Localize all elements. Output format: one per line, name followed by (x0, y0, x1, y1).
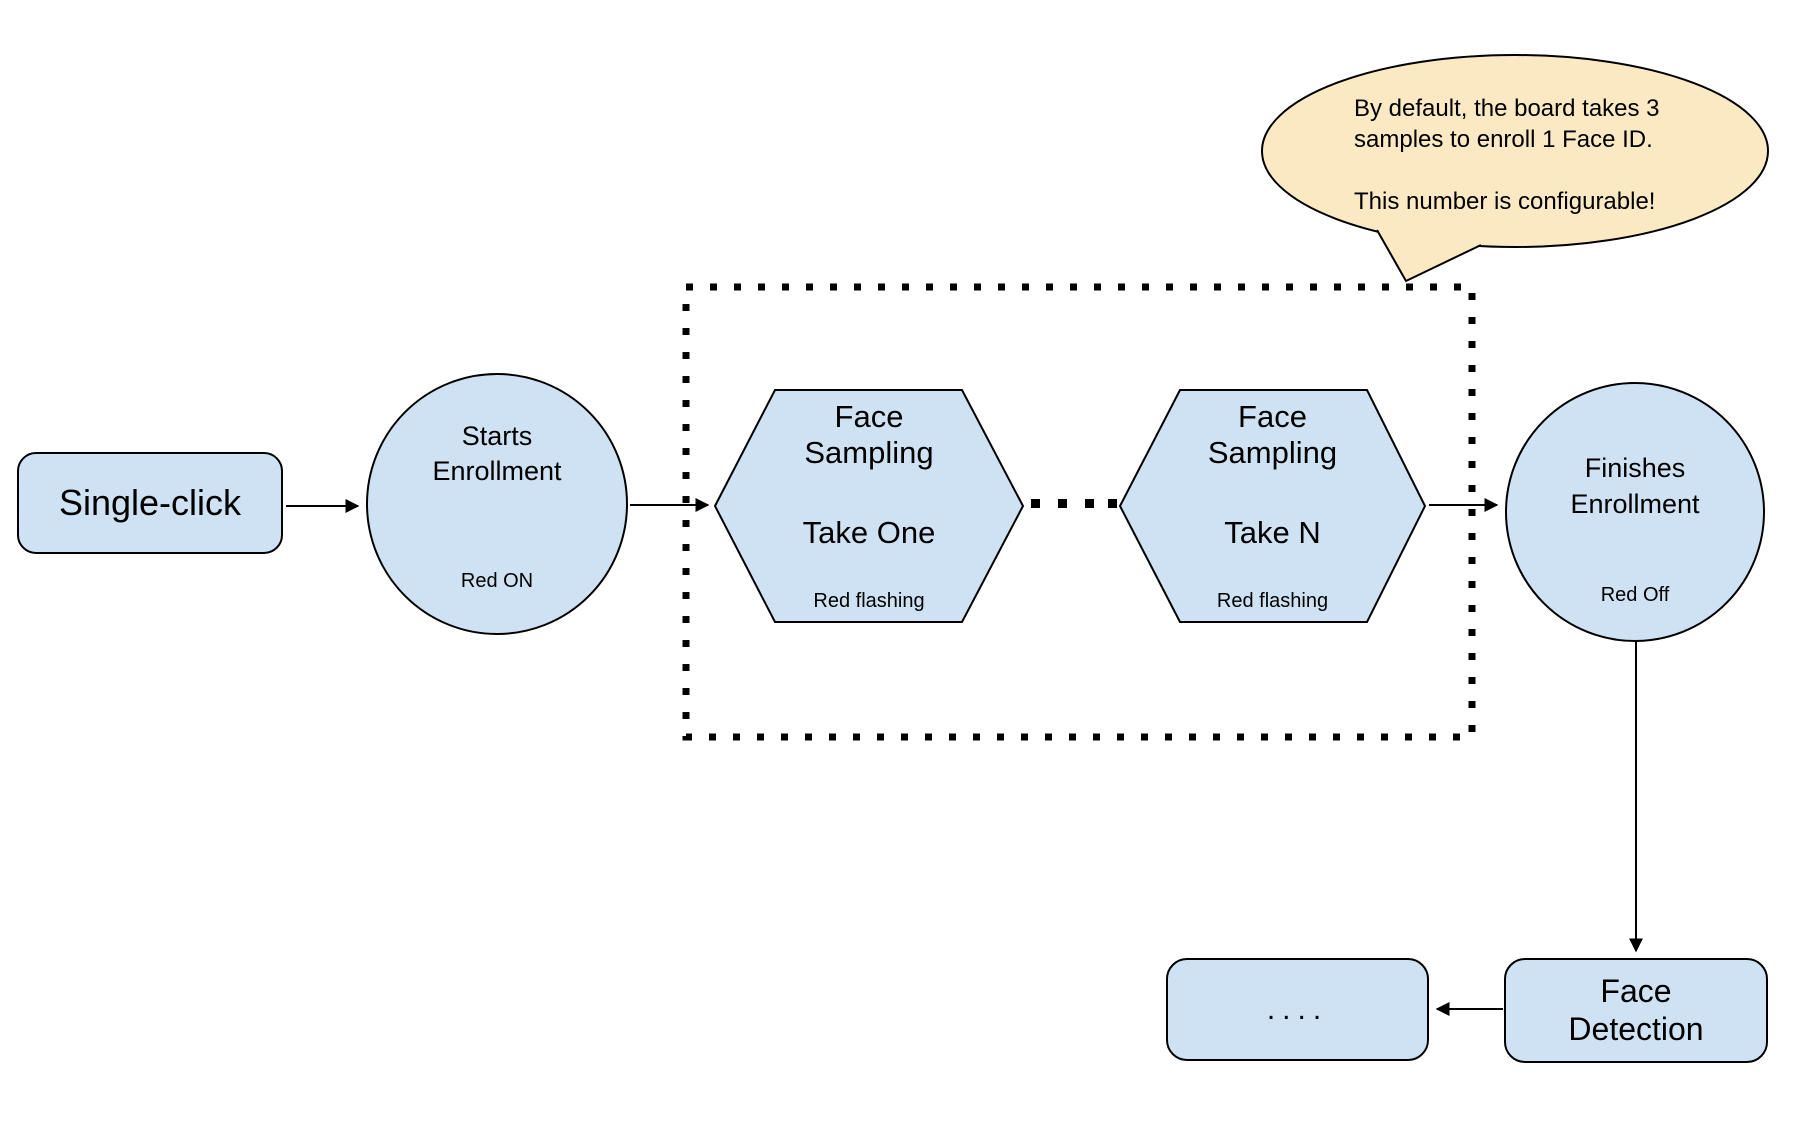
callout-line2: samples to enroll 1 Face ID. (1354, 126, 1653, 153)
face-sampling-one-line2: Sampling (804, 435, 934, 470)
face-sampling-n-line1: Face (1238, 399, 1307, 434)
sampling-group-dotted-border (682, 283, 1476, 741)
single-click-text: Single-click (58, 482, 242, 523)
starts-enrollment-label: Starts Enrollment (367, 419, 627, 489)
face-sampling-n-take-text: Take N (1224, 515, 1321, 550)
finishes-enrollment-label: Finishes Enrollment (1506, 450, 1764, 522)
face-sampling-n-take: Take N (1120, 515, 1425, 551)
face-detection-line1: Face (1600, 973, 1672, 1009)
single-click-label: Single-click (18, 453, 282, 553)
callout-spacer (1354, 155, 1784, 186)
face-sampling-one-line1: Face (834, 399, 904, 434)
callout-text: By default, the board takes 3 samples to… (1354, 93, 1784, 217)
face-sampling-n-line2: Sampling (1207, 435, 1338, 470)
face-sampling-one-shape (713, 389, 1025, 623)
face-detection-line2: Detection (1568, 1011, 1704, 1047)
callout-bubble-tail (1376, 229, 1482, 283)
starts-enrollment-line2: Enrollment (432, 456, 562, 486)
ellipsis-dot (1058, 499, 1067, 508)
starts-enrollment-line1: Starts (461, 421, 533, 451)
starts-enrollment-shape (366, 373, 628, 635)
callout-line1: By default, the board takes 3 (1354, 95, 1660, 122)
face-sampling-n-label: Face Sampling (1120, 399, 1425, 471)
starts-enrollment-status-text: Red ON (460, 570, 534, 592)
face-sampling-one-status: Red flashing (715, 590, 1023, 613)
finishes-enrollment-status: Red Off (1506, 584, 1764, 607)
face-sampling-n-status-text: Red flashing (1216, 590, 1329, 612)
face-sampling-n-status: Red flashing (1120, 590, 1425, 613)
face-sampling-n-shape (1118, 389, 1427, 623)
ellipsis-dot (1085, 499, 1094, 508)
callout-line3: This number is configurable! (1354, 188, 1656, 215)
finishes-enrollment-status-text: Red Off (1600, 584, 1670, 606)
face-sampling-one-label: Face Sampling (715, 399, 1023, 471)
face-sampling-one-status-text: Red flashing (813, 590, 925, 612)
finishes-enrollment-line2: Enrollment (1570, 489, 1700, 519)
ellipsis-dot (1031, 499, 1040, 508)
finishes-enrollment-line1: Finishes (1584, 453, 1686, 483)
face-sampling-one-take-text: Take One (802, 515, 936, 550)
sequence-ellipsis-dots (1031, 499, 1117, 508)
face-sampling-one-take: Take One (715, 515, 1023, 551)
continuation-text: .... (1266, 992, 1329, 1026)
face-detection-label: Face Detection (1505, 972, 1767, 1048)
callout-bubble-shape (1261, 54, 1769, 248)
single-click-shape (17, 452, 283, 554)
continuation-shape (1166, 958, 1429, 1061)
finishes-enrollment-shape (1505, 382, 1765, 642)
continuation-label: .... (1167, 959, 1428, 1060)
starts-enrollment-status: Red ON (367, 570, 627, 593)
face-detection-shape (1504, 958, 1768, 1063)
ellipsis-dot (1108, 499, 1117, 508)
